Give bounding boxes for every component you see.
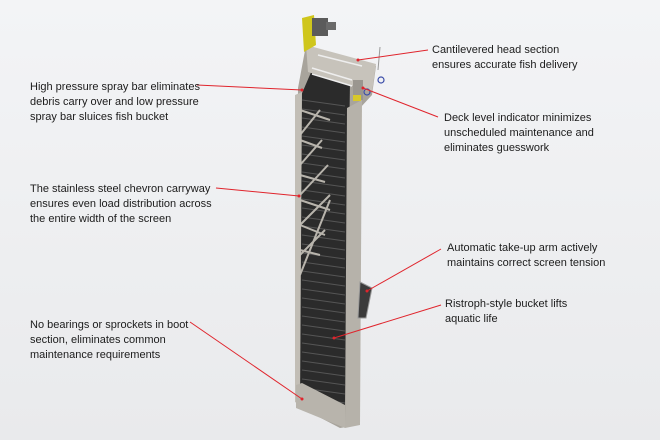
callout-spray-bar: High pressure spray bar eliminates debri…	[30, 80, 200, 125]
bucket-ridge	[301, 351, 346, 359]
bucket-ridge	[301, 360, 346, 368]
boot-section	[296, 383, 345, 428]
callout-line: maintains correct screen tension	[447, 257, 606, 269]
callout-chevron: The stainless steel chevron carryway ens…	[30, 182, 212, 227]
callout-line: Cantilevered head section	[432, 44, 560, 56]
callout-line: spray bar sluices fish bucket	[30, 111, 169, 123]
bucket-ridge	[301, 306, 346, 314]
leader-dots	[297, 58, 369, 401]
callout-line: debris carry over and low pressure	[30, 96, 199, 108]
callout-line: ensures accurate fish delivery	[432, 59, 578, 71]
bucket-ridge	[301, 216, 346, 224]
bucket-chain	[300, 70, 350, 418]
valve-wheel-icon	[363, 88, 371, 96]
callout-line: eliminates guesswork	[444, 142, 550, 154]
bucket-ridge	[301, 108, 346, 116]
left-rail	[295, 92, 302, 405]
callout-line: unscheduled maintenance and	[444, 127, 594, 139]
bucket-ridge	[301, 288, 346, 296]
bucket-ridge	[301, 180, 346, 188]
bucket-ridge	[301, 171, 346, 179]
bucket-ridge	[301, 297, 346, 305]
leader-lines	[189, 49, 442, 400]
callout-line: High pressure spray bar eliminates	[30, 81, 200, 93]
antenna	[377, 46, 381, 71]
callout-line: No bearings or sprockets in boot	[30, 319, 189, 331]
callout-line: ensures even load distribution across	[30, 198, 212, 210]
gearbox	[312, 18, 328, 36]
deck-level-indicator	[353, 80, 363, 100]
bucket-ridge	[301, 261, 346, 269]
bucket-ridge	[301, 315, 346, 323]
callout-line: Deck level indicator minimizes	[444, 112, 592, 124]
bucket-ridge	[301, 378, 346, 386]
indicator-tag	[353, 95, 361, 101]
callout-line: Automatic take-up arm actively	[447, 242, 598, 254]
callout-boot: No bearings or sprockets in boot section…	[30, 318, 188, 363]
callout-deck-level: Deck level indicator minimizes unschedul…	[444, 111, 594, 156]
callout-take-up: Automatic take-up arm actively maintains…	[447, 241, 605, 271]
chevron-carryway	[299, 109, 331, 276]
spray-bar	[311, 54, 363, 87]
bucket-ridge	[301, 270, 346, 278]
valve-wheel-icon	[377, 76, 385, 84]
bucket-ridge	[301, 207, 346, 215]
callout-ristroph: Ristroph-style bucket lifts aquatic life	[445, 297, 567, 327]
bucket-ridge	[301, 189, 346, 197]
bucket-ridge	[301, 279, 346, 287]
bucket-ridge	[301, 342, 346, 350]
callout-cantilevered: Cantilevered head section ensures accura…	[432, 43, 578, 73]
callout-line: Ristroph-style bucket lifts	[445, 298, 568, 310]
callout-line: section, eliminates common	[30, 334, 166, 346]
bucket-ridge	[301, 99, 346, 107]
bucket-ridge	[301, 144, 346, 152]
callout-line: The stainless steel chevron carryway	[30, 183, 211, 195]
bucket-ridge	[301, 369, 346, 377]
callout-line: the entire width of the screen	[30, 213, 172, 225]
gearbox-shaft	[326, 22, 336, 30]
callout-line: aquatic life	[445, 313, 498, 325]
right-rail	[345, 100, 362, 428]
bucket-ridge	[301, 126, 346, 134]
callout-line: maintenance requirements	[30, 349, 161, 361]
bucket-ridge	[301, 162, 346, 170]
bucket-ridge	[301, 333, 346, 341]
bucket-ridge	[301, 324, 346, 332]
bucket-ridge	[301, 135, 346, 143]
bucket-ridge	[301, 234, 346, 242]
bucket-ridge	[301, 225, 346, 233]
bucket-ridge	[301, 117, 346, 125]
take-up-arm	[357, 281, 373, 319]
